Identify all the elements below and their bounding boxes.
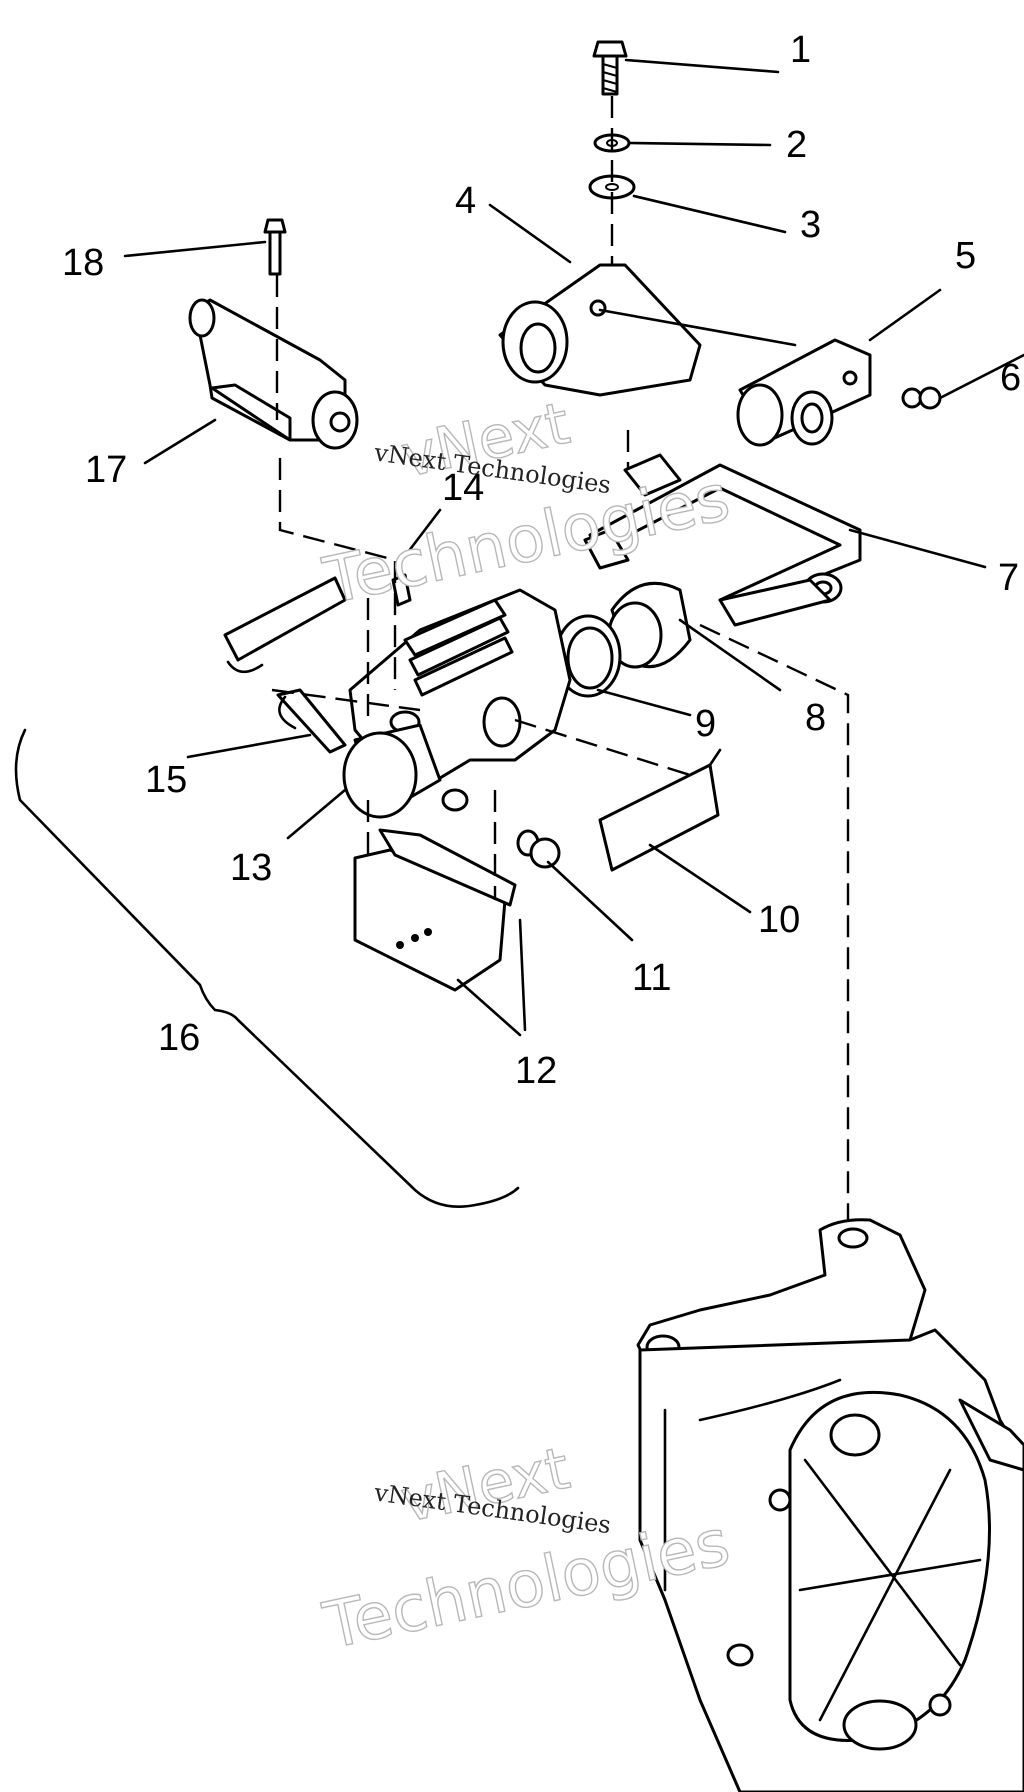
part-main-mount bbox=[636, 1218, 1024, 1792]
part-16-brace bbox=[14, 728, 520, 1208]
callout-18: 18 bbox=[62, 242, 104, 284]
part-6-fitting bbox=[901, 353, 1024, 410]
watermark-top: vNext Technologies vNext Technologies bbox=[317, 388, 737, 620]
part-13-piston-cap bbox=[342, 723, 442, 819]
callout-8: 8 bbox=[805, 697, 826, 739]
part-brake-pad-left bbox=[223, 576, 347, 674]
callout-16: 16 bbox=[158, 1017, 200, 1059]
part-7-frame bbox=[583, 453, 862, 627]
callout-14: 14 bbox=[442, 467, 484, 509]
callout-15: 15 bbox=[145, 759, 187, 801]
part-11-bleeder bbox=[516, 829, 561, 869]
callout-7: 7 bbox=[998, 557, 1019, 599]
part-17-housing bbox=[188, 298, 359, 450]
part-15-clip bbox=[276, 688, 347, 754]
callout-5: 5 bbox=[955, 235, 976, 277]
callout-9: 9 bbox=[695, 703, 716, 745]
part-1-bolt bbox=[592, 40, 628, 96]
part-12-pad-set bbox=[353, 828, 517, 992]
part-8-piston bbox=[607, 581, 692, 669]
part-9-seal-ring bbox=[554, 614, 622, 698]
callout-4: 4 bbox=[455, 180, 476, 222]
callout-2: 2 bbox=[786, 124, 807, 166]
part-5-arm bbox=[736, 338, 872, 447]
callout-11: 11 bbox=[632, 957, 671, 999]
leader-lines bbox=[123, 58, 987, 1037]
callout-12: 12 bbox=[515, 1050, 557, 1092]
callouts: 1 2 3 4 5 6 7 8 9 10 11 12 13 14 15 16 1… bbox=[62, 29, 1021, 1092]
part-14-bolt bbox=[391, 508, 442, 607]
callout-10: 10 bbox=[758, 899, 800, 941]
callout-6: 6 bbox=[1000, 357, 1021, 399]
part-18-screw bbox=[263, 218, 287, 420]
callout-3: 3 bbox=[800, 204, 821, 246]
callout-17: 17 bbox=[85, 449, 127, 491]
callout-13: 13 bbox=[230, 847, 272, 889]
callout-1: 1 bbox=[790, 29, 811, 71]
part-4-bracket bbox=[498, 263, 797, 397]
part-10-brake-pad bbox=[598, 748, 722, 872]
svg-text:Technologies: Technologies bbox=[317, 1506, 736, 1664]
